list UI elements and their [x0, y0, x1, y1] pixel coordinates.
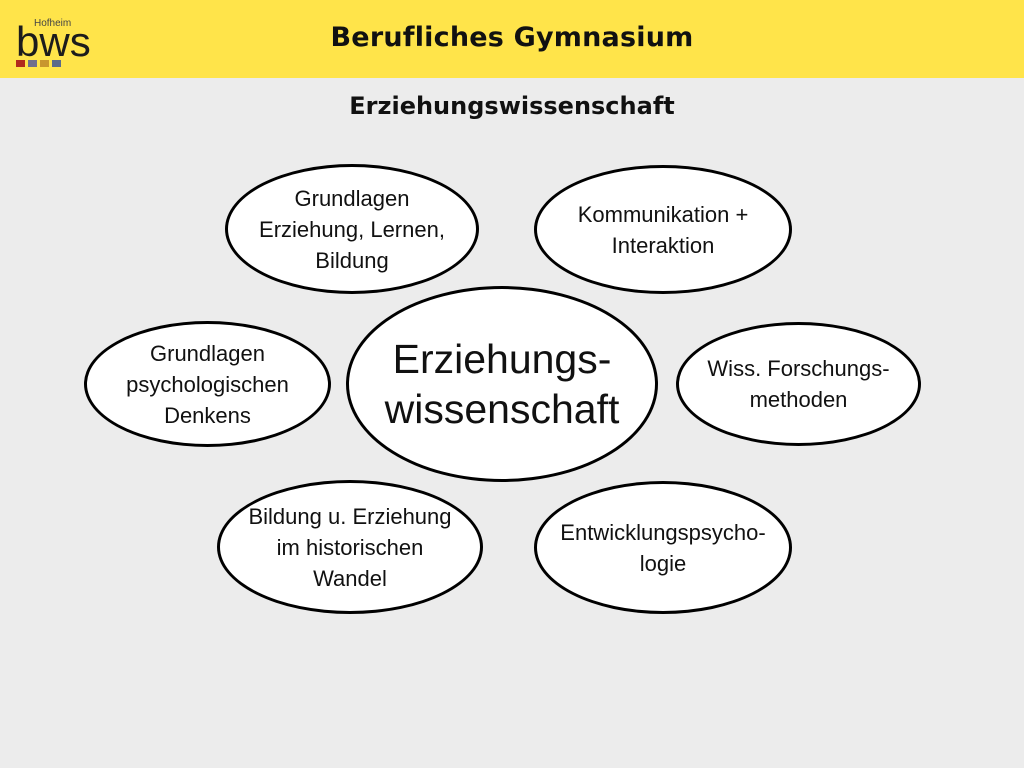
- node-forschungsmethoden: Wiss. Forschungs- methoden: [676, 322, 921, 446]
- svg-text:Hofheim: Hofheim: [34, 18, 71, 29]
- node-entwicklungspsychologie: Entwicklungspsycho- logie: [534, 481, 792, 614]
- node-historischer-wandel: Bildung u. Erziehung im historischen Wan…: [217, 480, 483, 614]
- header-title: Berufliches Gymnasium: [330, 22, 694, 53]
- node-kommunikation: Kommunikation + Interaktion: [534, 165, 792, 294]
- page-subtitle: Erziehungswissenschaft: [349, 92, 675, 120]
- svg-text:bws: bws: [16, 18, 91, 65]
- node-grundlagen-erziehung: Grundlagen Erziehung, Lernen, Bildung: [225, 164, 479, 294]
- node-grundlagen-psychologie: Grundlagen psychologischen Denkens: [84, 321, 331, 447]
- node-center-erziehungswissenschaft: Erziehungs- wissenschaft: [346, 286, 658, 482]
- bws-logo: bws Hofheim: [12, 10, 102, 70]
- header-bar: bws Hofheim Berufliches Gymnasium: [0, 0, 1024, 78]
